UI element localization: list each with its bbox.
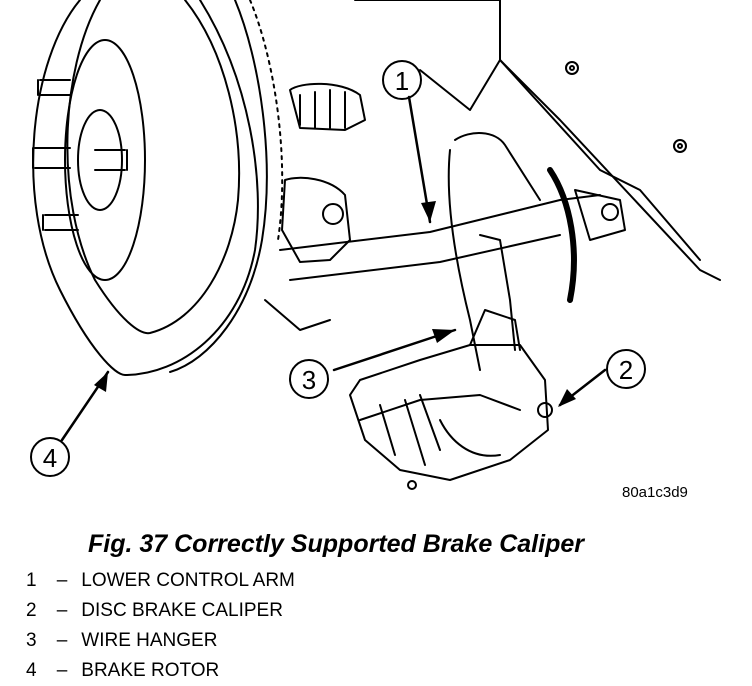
legend-number: 1 [26,570,37,591]
figure-caption: Fig. 37 Correctly Supported Brake Calipe… [88,530,584,558]
callout-2-number: 2 [619,355,633,385]
legend-item: 3– WIRE HANGER [26,626,295,656]
brake-hose [547,167,577,303]
legend-list: 1– LOWER CONTROL ARM 2– DISC BRAKE CALIP… [26,566,295,686]
legend-item: 1– LOWER CONTROL ARM [26,566,295,596]
legend-label: BRAKE ROTOR [81,660,220,681]
callout-2-arrowhead [558,389,576,407]
disc-brake-caliper [349,309,553,490]
wheel-hub [32,39,146,281]
legend-item: 4– BRAKE ROTOR [26,656,295,686]
brake-rotor [32,0,284,376]
legend-dash: – [56,660,68,681]
legend-number: 3 [26,630,37,651]
callout-1-arrowhead [421,201,436,222]
legend-dash: – [56,570,68,591]
steering-knuckle [264,82,366,331]
callout-arrows [60,95,607,442]
legend-label: DISC BRAKE CALIPER [81,600,283,621]
lower-control-arm [279,189,626,281]
vehicle-frame [354,0,721,281]
callout-1-leader [407,95,432,224]
callout-4-arrowhead [94,372,108,392]
callout-1-number: 1 [395,66,409,96]
callout-4-circle [30,437,70,477]
legend-number: 4 [26,660,37,681]
legend-number: 2 [26,600,37,621]
callout-1-circle [382,60,422,100]
legend-dash: – [56,600,68,621]
callout-2-circle [606,349,646,389]
callout-3-arrowhead [432,329,455,343]
callout-3-number: 3 [302,365,316,395]
callout-3-circle [289,359,329,399]
callout-4-number: 4 [43,443,57,473]
brake-assembly-illustration: 1 2 3 4 [30,0,721,490]
legend-dash: – [56,630,68,651]
legend-label: LOWER CONTROL ARM [81,570,295,591]
wire-hanger [447,132,541,371]
legend-item: 2– DISC BRAKE CALIPER [26,596,295,626]
legend-label: WIRE HANGER [81,630,218,651]
figure-id: 80a1c3d9 [622,484,688,501]
